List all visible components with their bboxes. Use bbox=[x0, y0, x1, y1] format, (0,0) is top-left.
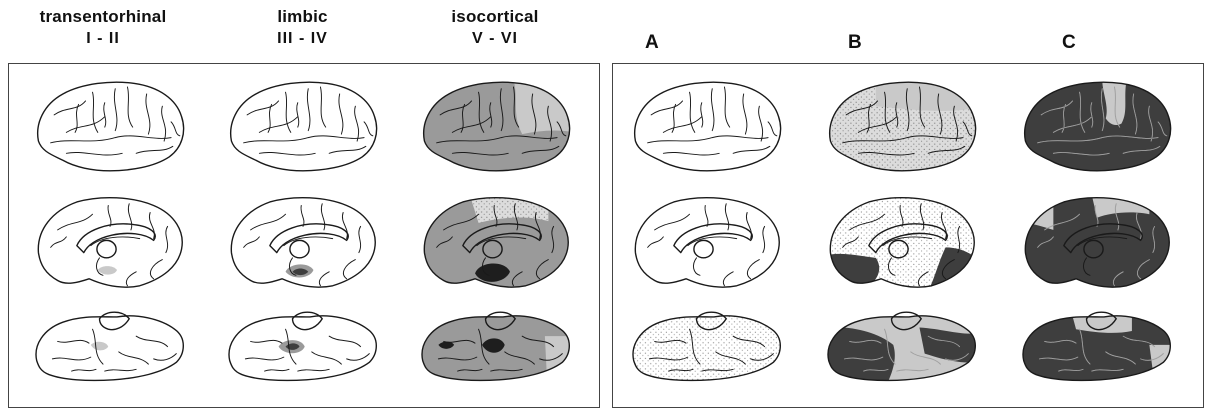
brain-col5-lat bbox=[812, 80, 992, 176]
brain-col3-med bbox=[406, 195, 586, 291]
brain-col1-ven bbox=[20, 310, 200, 406]
header-transentorhinal-name: transentorhinal bbox=[8, 6, 198, 28]
header-limbic: limbic III - IV bbox=[215, 6, 390, 50]
brain-col2-ven bbox=[213, 310, 393, 406]
brain-col5-med bbox=[812, 195, 992, 291]
brain-col3-lat bbox=[406, 80, 586, 176]
brain-col5-ven bbox=[812, 310, 992, 406]
brain-col4-lat bbox=[617, 80, 797, 176]
header-isocortical: isocortical V - VI bbox=[400, 6, 590, 50]
brain-col6-ven bbox=[1007, 310, 1187, 406]
brain-col2-lat bbox=[213, 80, 393, 176]
brain-col6-med bbox=[1007, 195, 1187, 291]
brain-col6-lat bbox=[1007, 80, 1187, 176]
pattern-label-a: A bbox=[645, 32, 659, 54]
header-transentorhinal: transentorhinal I - II bbox=[8, 6, 198, 50]
frontal-region bbox=[876, 80, 981, 111]
occipital-sparing bbox=[545, 336, 575, 371]
brain-col4-med bbox=[617, 195, 797, 291]
frontal-pole-sparing bbox=[1018, 195, 1053, 230]
pole-sparing bbox=[1149, 345, 1175, 371]
temporal-region bbox=[823, 327, 894, 406]
header-isocortical-name: isocortical bbox=[400, 6, 590, 28]
header-limbic-stages: III - IV bbox=[215, 28, 390, 50]
brain-col4-ven bbox=[617, 310, 797, 406]
brain-col3-ven bbox=[406, 310, 586, 406]
header-transentorhinal-stages: I - II bbox=[8, 28, 198, 50]
brain-col2-med bbox=[213, 195, 393, 291]
pattern-label-b: B bbox=[848, 32, 862, 54]
header-isocortical-stages: V - VI bbox=[400, 28, 590, 50]
brain-col1-med bbox=[20, 195, 200, 291]
pattern-label-c: C bbox=[1062, 32, 1076, 54]
primary-cortex-sparing bbox=[513, 80, 574, 134]
brain-col1-lat bbox=[20, 80, 200, 176]
header-limbic-name: limbic bbox=[215, 6, 390, 28]
